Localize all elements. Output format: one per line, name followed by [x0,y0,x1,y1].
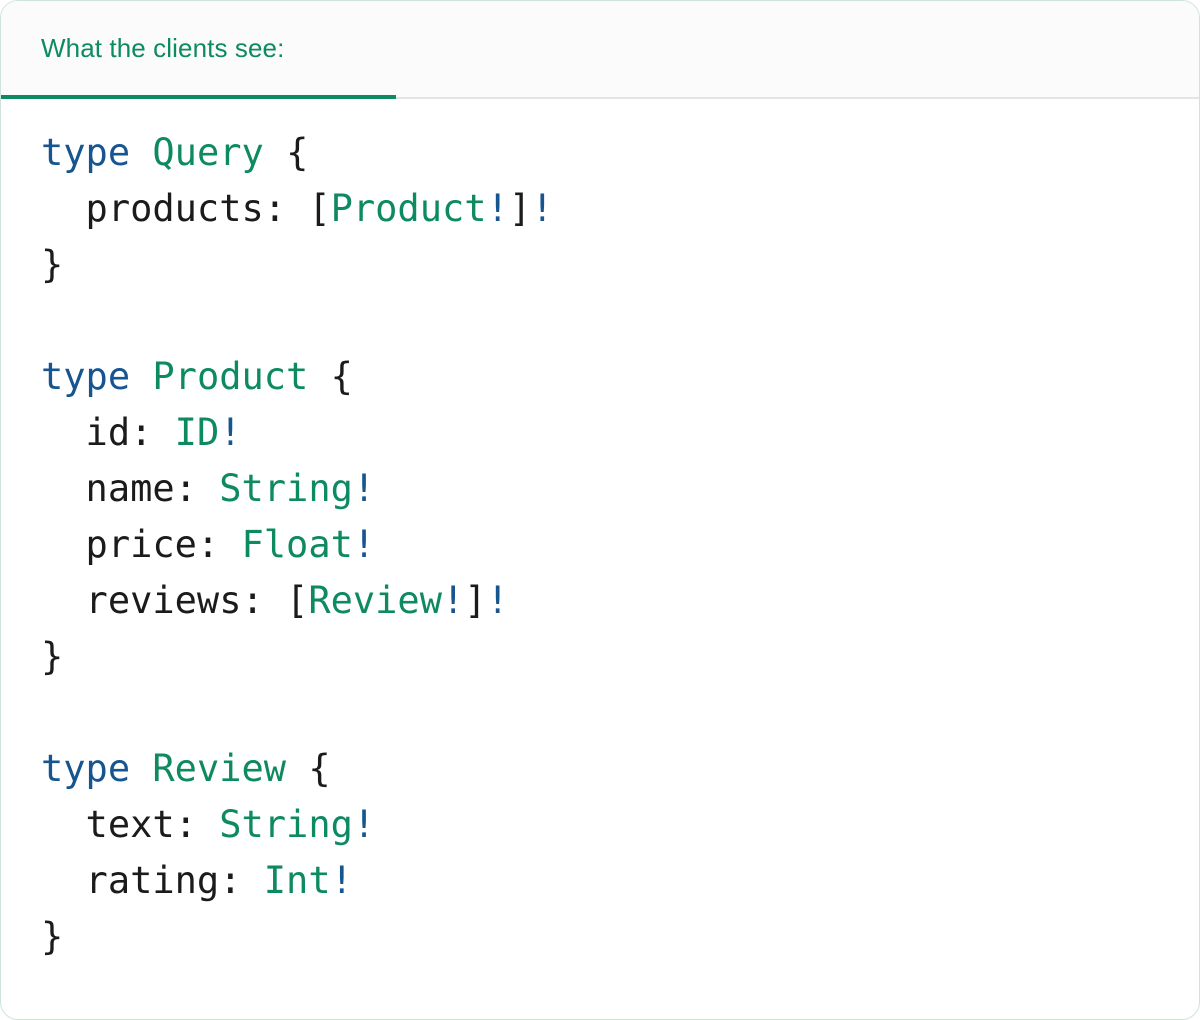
code-token-punct: { [286,131,309,174]
code-body: type Query { products: [Product!]!}​type… [1,99,1199,965]
code-token-field: price: [41,523,220,566]
code-line: reviews: [Review!]! [41,573,1159,629]
code-line: ​ [41,293,1159,349]
code-lines: type Query { products: [Product!]!}​type… [41,125,1159,965]
code-token-plain [197,803,219,846]
code-line: ​ [41,685,1159,741]
code-token-field: text: [41,803,197,846]
code-token-punct: } [41,243,64,286]
code-token-bang: ! [441,579,465,622]
code-line: type Product { [41,349,1159,405]
tab-strip: What the clients see: [1,1,1199,99]
code-token-type: ID [174,411,220,454]
code-token-punct: } [41,635,64,678]
code-token-plain [130,747,152,790]
code-token-bang: ! [531,187,554,230]
code-token-bang: ! [352,467,376,510]
code-token-punct: [ [308,187,331,230]
code-token-bang: ! [219,411,242,454]
code-token-punct: [ [286,579,309,622]
graphql-schema-code[interactable]: type Query { products: [Product!]!}​type… [1,125,1199,965]
tab-what-the-clients-see[interactable]: What the clients see: [1,1,396,99]
code-line: rating: Int! [41,853,1159,909]
code-token-type: String [219,803,353,846]
code-token-bang: ! [486,579,509,622]
code-token-field: name: [41,467,197,510]
code-token-bang: ! [486,187,509,230]
code-token-field: products: [41,187,287,230]
code-token-bang: ! [330,859,353,902]
code-token-plain [197,467,219,510]
code-token-bang: ! [352,803,376,846]
code-token-type: Int [263,859,331,902]
tab-label: What the clients see: [41,32,285,63]
code-token-plain [264,579,286,622]
code-line: text: String! [41,797,1159,853]
code-token-plain [286,187,308,230]
code-line: } [41,909,1159,965]
code-token-field: reviews: [41,579,264,622]
code-line: } [41,629,1159,685]
code-token-plain [264,131,286,174]
code-line: } [41,237,1159,293]
code-token-plain [130,355,152,398]
code-token-kw: type [41,355,131,398]
code-line: name: String! [41,461,1159,517]
code-token-punct: ] [464,579,487,622]
code-token-plain [308,355,330,398]
code-token-kw: type [41,747,131,790]
code-line: type Review { [41,741,1159,797]
code-token-field: id: [41,411,153,454]
code-token-type: Product [330,187,487,230]
code-token-type: Product [152,355,309,398]
code-token-type: Query [152,131,264,174]
code-token-punct: { [330,355,353,398]
code-token-punct: ] [508,187,532,230]
code-line: type Query { [41,125,1159,181]
code-token-kw: type [41,131,131,174]
code-line: price: Float! [41,517,1159,573]
code-token-type: Review [308,579,442,622]
code-token-type: String [219,467,353,510]
code-token-bang: ! [352,523,376,566]
code-token-type: Float [241,523,353,566]
code-token-field: rating: [41,859,242,902]
code-token-plain [241,859,263,902]
code-token-plain [130,131,152,174]
code-token-plain [219,523,241,566]
code-line: id: ID! [41,405,1159,461]
code-token-plain [152,411,174,454]
code-token-punct: { [308,747,331,790]
code-token-punct: } [41,915,64,958]
code-line: products: [Product!]! [41,181,1159,237]
code-token-type: Review [152,747,287,790]
code-token-plain [286,747,308,790]
